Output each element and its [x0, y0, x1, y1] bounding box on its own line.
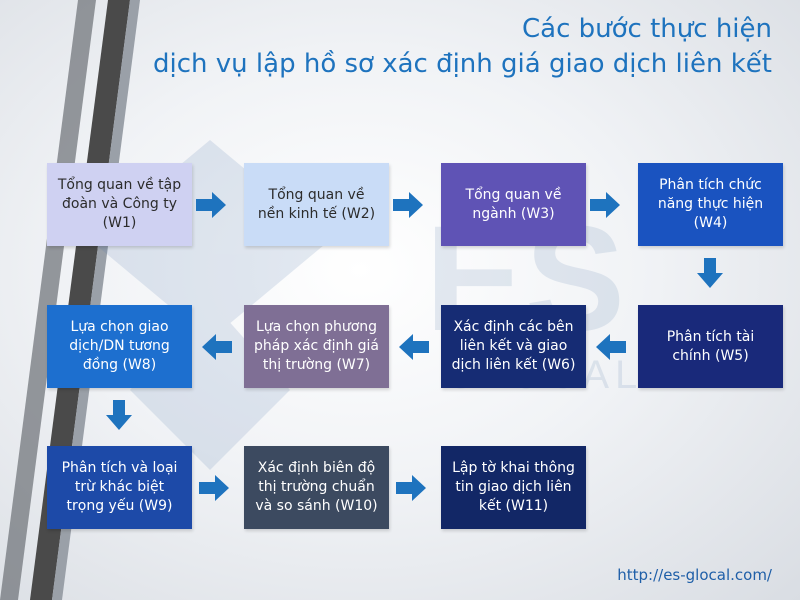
step-box-w3: Tổng quan về ngành (W3): [441, 163, 586, 246]
arrow-right-icon: [199, 475, 229, 501]
arrow-right-icon: [393, 192, 423, 218]
step-label-w9: Phân tích và loại trừ khác biệt trọng yế…: [61, 460, 178, 514]
step-label-w6: Xác định các bên liên kết và giao dịch l…: [451, 319, 576, 373]
step-box-w7: Lựa chọn phương pháp xác định giá thị tr…: [244, 305, 389, 388]
title-line-2: dịch vụ lập hồ sơ xác định giá giao dịch…: [153, 49, 772, 79]
step-box-w1: Tổng quan về tập đoàn và Công ty (W1): [47, 163, 192, 246]
title-line-1: Các bước thực hiện: [522, 14, 772, 44]
step-label-w4: Phân tích chức năng thực hiện (W4): [657, 177, 764, 231]
step-label-w2: Tổng quan về nền kinh tế (W2): [257, 186, 376, 222]
arrow-down-icon: [106, 400, 132, 430]
step-box-w11: Lập tờ khai thông tin giao dịch liên kết…: [441, 446, 586, 529]
page-title: Các bước thực hiện dịch vụ lập hồ sơ xác…: [153, 12, 772, 82]
step-label-w7: Lựa chọn phương pháp xác định giá thị tr…: [254, 319, 380, 373]
step-box-w2: Tổng quan về nền kinh tế (W2): [244, 163, 389, 246]
website-link[interactable]: http://es-glocal.com/: [617, 566, 772, 584]
step-label-w10: Xác định biên độ thị trường chuẩn và so …: [255, 460, 378, 514]
step-box-w9: Phân tích và loại trừ khác biệt trọng yế…: [47, 446, 192, 529]
arrow-right-icon: [396, 475, 426, 501]
arrow-left-icon: [596, 334, 626, 360]
step-label-w1: Tổng quan về tập đoàn và Công ty (W1): [57, 177, 182, 231]
step-box-w6: Xác định các bên liên kết và giao dịch l…: [441, 305, 586, 388]
arrow-left-icon: [202, 334, 232, 360]
arrow-right-icon: [590, 192, 620, 218]
arrow-right-icon: [196, 192, 226, 218]
arrow-left-icon: [399, 334, 429, 360]
step-label-w11: Lập tờ khai thông tin giao dịch liên kết…: [452, 460, 575, 514]
step-box-w4: Phân tích chức năng thực hiện (W4): [638, 163, 783, 246]
step-box-w5: Phân tích tài chính (W5): [638, 305, 783, 388]
step-box-w10: Xác định biên độ thị trường chuẩn và so …: [244, 446, 389, 529]
step-box-w8: Lựa chọn giao dịch/DN tương đồng (W8): [47, 305, 192, 388]
step-label-w8: Lựa chọn giao dịch/DN tương đồng (W8): [69, 319, 170, 373]
arrow-down-icon: [697, 258, 723, 288]
step-label-w5: Phân tích tài chính (W5): [666, 328, 755, 364]
step-label-w3: Tổng quan về ngành (W3): [465, 186, 562, 222]
